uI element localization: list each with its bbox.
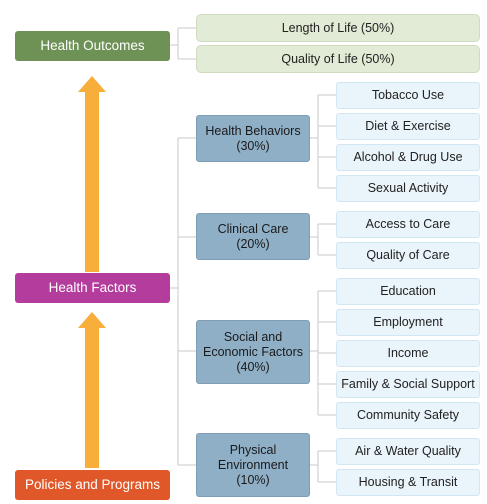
health-outcomes-box: Health Outcomes [15, 31, 170, 61]
health-factors-box: Health Factors [15, 273, 170, 303]
factor-air-water-quality: Air & Water Quality [336, 438, 480, 465]
outcome-quality-of-life: Quality of Life (50%) [196, 45, 480, 73]
health-outcomes-label: Health Outcomes [40, 37, 145, 53]
factor-access-to-care: Access to Care [336, 211, 480, 238]
policies-programs-box: Policies and Programs [15, 470, 170, 500]
factor-family-social-support: Family & Social Support [336, 371, 480, 398]
factor-education: Education [336, 278, 480, 305]
category-clinical-care: Clinical Care(20%) [196, 213, 310, 260]
health-factors-label: Health Factors [48, 279, 137, 295]
arrow-up-icon-bottom [78, 312, 106, 468]
factor-quality-of-care: Quality of Care [336, 242, 480, 269]
outcome-length-of-life: Length of Life (50%) [196, 14, 480, 42]
factor-housing-transit: Housing & Transit [336, 469, 480, 496]
factor-tobacco-use: Tobacco Use [336, 82, 480, 109]
factor-employment: Employment [336, 309, 480, 336]
policies-programs-label: Policies and Programs [24, 476, 161, 492]
factor-community-safety: Community Safety [336, 402, 480, 429]
factor-income: Income [336, 340, 480, 367]
factor-diet-exercise: Diet & Exercise [336, 113, 480, 140]
factor-sexual-activity: Sexual Activity [336, 175, 480, 202]
category-health-behaviors: Health Behaviors(30%) [196, 115, 310, 162]
factor-alcohol-drug-use: Alcohol & Drug Use [336, 144, 480, 171]
arrow-up-icon-top [78, 76, 106, 272]
